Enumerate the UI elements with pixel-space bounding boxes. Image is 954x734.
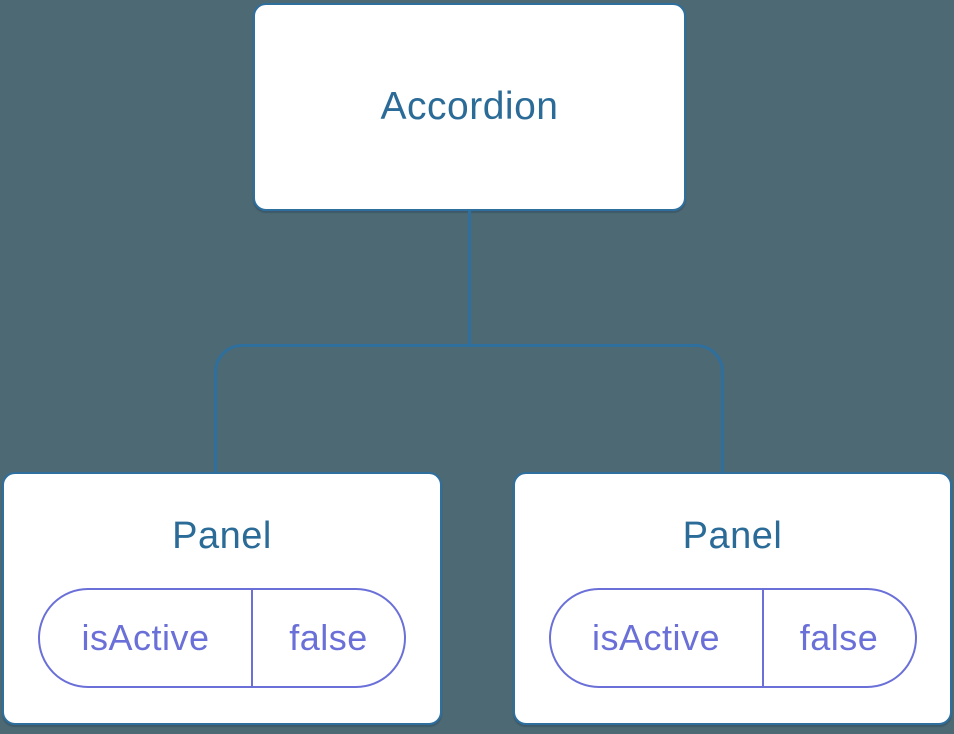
node-panel-left: Panel isActive false	[2, 472, 442, 725]
panel-node-label: Panel	[682, 515, 783, 557]
connector-branch-bracket	[214, 344, 724, 472]
accordion-node-label: Accordion	[380, 85, 559, 128]
state-value-label: false	[289, 617, 368, 658]
state-pill: isActive false	[38, 588, 406, 688]
state-value-label: false	[799, 617, 879, 658]
state-pill: isActive false	[548, 588, 917, 688]
node-accordion: Accordion	[253, 3, 686, 211]
state-key-label: isActive	[40, 590, 254, 686]
node-panel-right: Panel isActive false	[513, 472, 952, 725]
panel-node-label: Panel	[172, 515, 272, 557]
connector-stem-line	[468, 211, 471, 345]
state-key-label: isActive	[551, 590, 764, 686]
